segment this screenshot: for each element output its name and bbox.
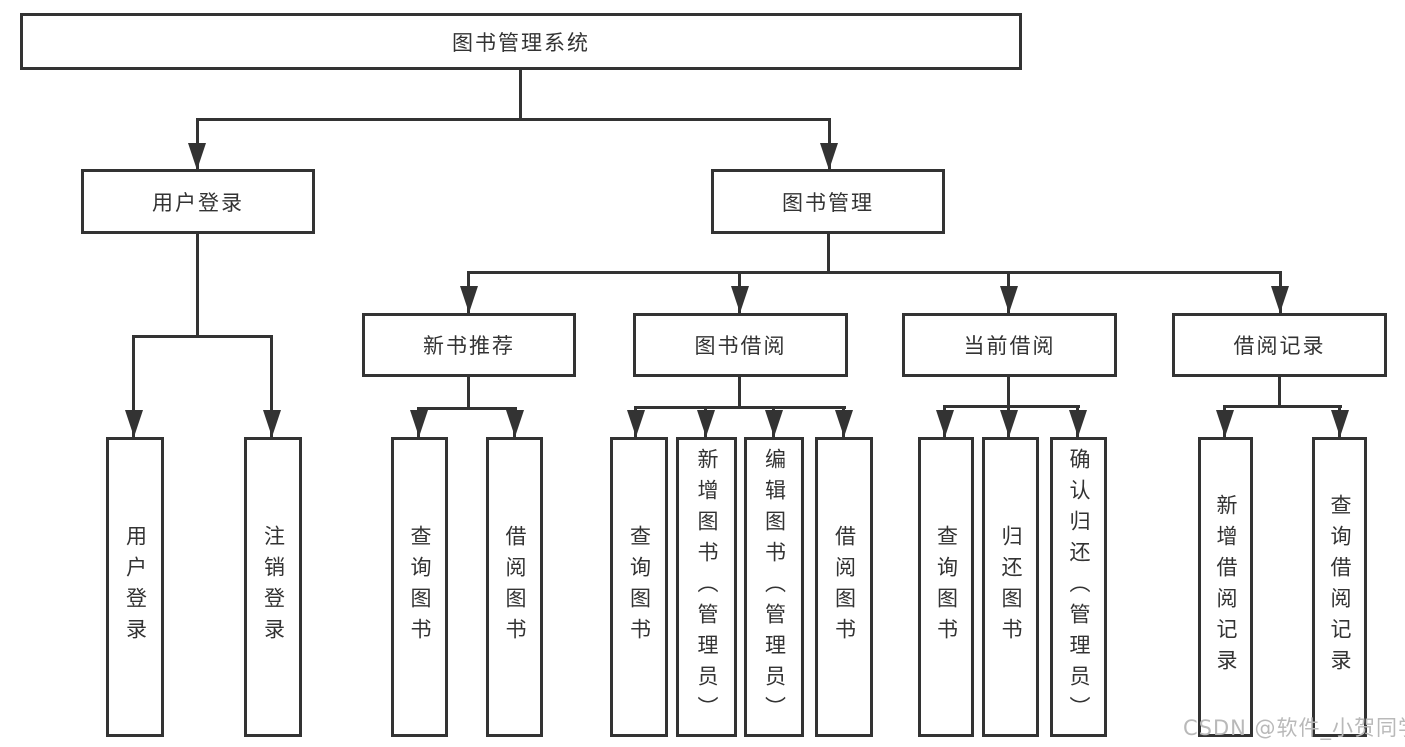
node-borrowing-records: 借阅记录	[1172, 313, 1387, 377]
connector-stub	[196, 234, 199, 338]
node-book-borrowing: 图书借阅	[633, 313, 848, 377]
arrowhead-down-icon	[765, 410, 783, 437]
arrowhead-down-icon	[835, 410, 853, 437]
leaf-edit-books-admin: 编辑图书（管理员）	[744, 437, 804, 737]
connector-root-hline	[196, 118, 831, 121]
connector-drop	[132, 335, 135, 437]
node-user-login: 用户登录	[81, 169, 315, 234]
connector-hline	[943, 405, 1080, 408]
arrowhead-down-icon	[506, 410, 524, 437]
arrowhead-down-icon	[731, 286, 749, 313]
leaf-query-books-current: 查询图书	[918, 437, 974, 737]
arrowhead-down-icon	[188, 143, 206, 170]
arrowhead-down-icon	[820, 143, 838, 170]
watermark: CSDN @软件_小贺同学	[1183, 716, 1405, 740]
arrowhead-down-icon	[697, 410, 715, 437]
leaf-logout: 注销登录	[244, 437, 302, 737]
arrowhead-down-icon	[460, 286, 478, 313]
arrowhead-down-icon	[1331, 410, 1349, 437]
arrowhead-down-icon	[410, 410, 428, 437]
connector-stub	[467, 377, 470, 409]
connector-stub	[827, 234, 830, 274]
leaf-return-books: 归还图书	[982, 437, 1039, 737]
arrowhead-down-icon	[1000, 410, 1018, 437]
arrowhead-down-icon	[627, 410, 645, 437]
leaf-borrow-books: 借阅图书	[815, 437, 873, 737]
node-book-management: 图书管理	[711, 169, 945, 234]
leaf-query-borrow-record: 查询借阅记录	[1312, 437, 1367, 737]
connector-hline	[1223, 405, 1342, 408]
arrowhead-down-icon	[1271, 286, 1289, 313]
connector-root-stub	[519, 70, 522, 120]
leaf-query-books-recommend: 查询图书	[391, 437, 448, 737]
node-current-borrowing: 当前借阅	[902, 313, 1117, 377]
leaf-confirm-return-admin: 确认归还（管理员）	[1050, 437, 1107, 737]
arrowhead-down-icon	[125, 410, 143, 437]
arrowhead-down-icon	[1000, 286, 1018, 313]
connector-stub	[1007, 377, 1010, 408]
leaf-borrow-books-recommend: 借阅图书	[486, 437, 543, 737]
connector-hline	[417, 407, 517, 410]
connector-hline	[634, 406, 846, 409]
connector-stub	[1278, 377, 1281, 408]
arrowhead-down-icon	[936, 410, 954, 437]
leaf-user-login: 用户登录	[106, 437, 164, 737]
connector-hline	[467, 271, 1282, 274]
leaf-query-books-borrowing: 查询图书	[610, 437, 668, 737]
node-root: 图书管理系统	[20, 13, 1022, 70]
arrowhead-down-icon	[1216, 410, 1234, 437]
arrowhead-down-icon	[263, 410, 281, 437]
leaf-add-borrow-record: 新增借阅记录	[1198, 437, 1253, 737]
node-new-book-recommendation: 新书推荐	[362, 313, 576, 377]
leaf-add-books-admin: 新增图书（管理员）	[676, 437, 737, 737]
connector-drop	[270, 335, 273, 437]
arrowhead-down-icon	[1069, 410, 1087, 437]
connector-stub	[738, 377, 741, 408]
connector-hline	[132, 335, 273, 338]
